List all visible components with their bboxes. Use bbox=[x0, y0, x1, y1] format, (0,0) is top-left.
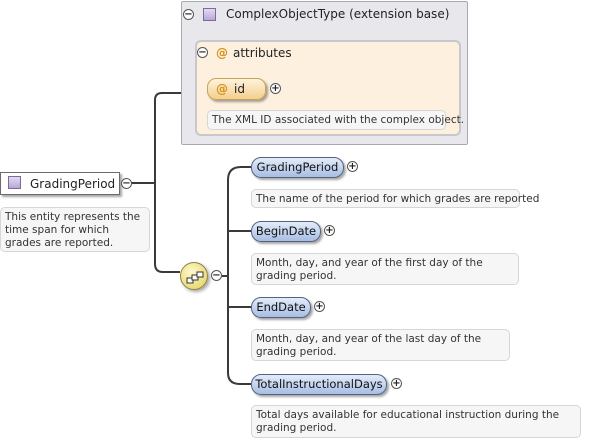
element-gradingperiod[interactable]: GradingPeriod bbox=[251, 157, 344, 178]
attribute-id-expand-icon[interactable]: + bbox=[270, 83, 281, 94]
complex-type-icon bbox=[203, 8, 216, 21]
root-element-label: GradingPeriod bbox=[30, 177, 116, 191]
root-element-node[interactable] bbox=[0, 172, 120, 195]
element-gradingperiod-documentation: The name of the period for which grades … bbox=[251, 189, 539, 208]
element-enddate-expand-icon[interactable]: + bbox=[314, 301, 325, 312]
root-type-icon bbox=[8, 176, 21, 189]
element-totalinstructionaldays-documentation: Total days available for educational ins… bbox=[251, 405, 581, 438]
element-begindate[interactable]: BeginDate bbox=[251, 221, 321, 242]
attribute-id-at-icon: @ bbox=[216, 82, 228, 96]
attributes-label: attributes bbox=[233, 46, 292, 60]
root-collapse-icon[interactable]: − bbox=[121, 178, 132, 189]
element-totalinstructionaldays-expand-icon[interactable]: + bbox=[391, 378, 402, 389]
extension-base-title: ComplexObjectType (extension base) bbox=[226, 7, 450, 21]
sequence-connector bbox=[154, 183, 180, 273]
attributes-collapse-icon[interactable]: − bbox=[197, 47, 208, 58]
element-enddate[interactable]: EndDate bbox=[251, 297, 311, 318]
element-enddate-documentation: Month, day, and year of the last day of … bbox=[251, 329, 510, 361]
element-totalinstructionaldays[interactable]: TotalInstructionalDays bbox=[251, 374, 387, 395]
extension-connector bbox=[154, 92, 195, 183]
sequence-compositor-icon[interactable] bbox=[180, 262, 208, 290]
element-begindate-documentation: Month, day, and year of the first day of… bbox=[251, 253, 519, 285]
sequence-glyph-icon bbox=[186, 271, 204, 284]
ext-collapse-icon[interactable]: − bbox=[183, 9, 194, 20]
sequence-collapse-icon[interactable]: − bbox=[211, 270, 222, 281]
branch-trunk bbox=[227, 180, 251, 385]
attribute-id-documentation: The XML ID associated with the complex o… bbox=[207, 110, 464, 130]
branch-gradingperiod bbox=[227, 166, 251, 181]
root-documentation: This entity represents the time span for… bbox=[0, 207, 150, 252]
element-begindate-expand-icon[interactable]: + bbox=[324, 225, 335, 236]
attribute-id-label: id bbox=[234, 82, 245, 96]
element-gradingperiod-expand-icon[interactable]: + bbox=[347, 161, 358, 172]
attribute-id-node[interactable] bbox=[207, 78, 266, 100]
attribute-at-icon: @ bbox=[216, 46, 228, 60]
